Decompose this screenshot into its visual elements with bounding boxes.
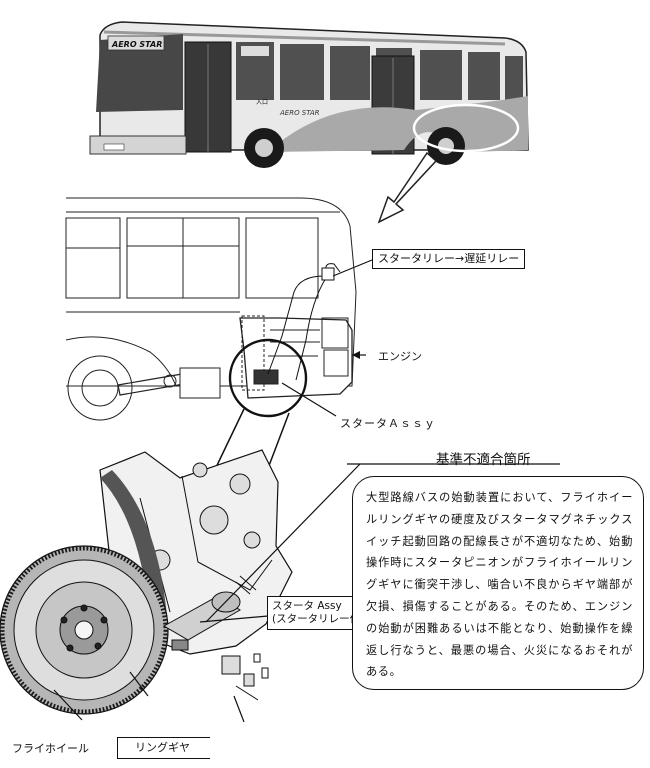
bus-rear-line-drawing [65, 197, 357, 421]
bus-photo: AERO STAR 入口 AERO STAR [89, 21, 529, 168]
starter-zoom-circle [228, 338, 308, 418]
zoom-arrow-icon [377, 151, 438, 224]
bus-side-logo: AERO STAR [279, 109, 320, 117]
starter-relay-callout: スタータリレー→遅延リレー [372, 249, 526, 269]
engine-block [239, 315, 353, 399]
nonconformity-description: 大型路線バスの始動装置において、フライホイールリングギヤの硬度及びスタータマグネ… [352, 476, 644, 690]
relay-wiring [267, 263, 341, 381]
starter-assy-relay-line1: スタータ Assy [272, 600, 342, 612]
ring-gear-callout: リングギヤ [117, 737, 210, 759]
nonconformity-heading: 基準不適合箇所 [436, 452, 531, 468]
rear-wheel-highlight [412, 103, 520, 153]
starter-assy-relay-line2: (スタータリレー付) [272, 613, 365, 626]
flywheel-label: フライホイール [12, 742, 89, 755]
bus-front-logo: AERO STAR [111, 40, 162, 49]
entrance-label: 入口 [256, 99, 268, 106]
engine-arrow-icon [352, 351, 360, 359]
ring-gear-teeth [0, 545, 169, 715]
engine-label: エンジン [378, 350, 422, 363]
starter-relay-label: スタータリレー→遅延リレー [378, 252, 520, 265]
ring-gear-label: リングギヤ [135, 741, 190, 754]
front-destination-sign [107, 35, 165, 51]
leader-lines [53, 259, 560, 723]
starter-assy-label: スタータＡｓｓｙ [340, 417, 436, 430]
engine-flywheel-detail [0, 449, 293, 715]
description-text: 大型路線バスの始動装置において、フライホイールリングギヤの硬度及びスタータマグネ… [366, 491, 633, 679]
